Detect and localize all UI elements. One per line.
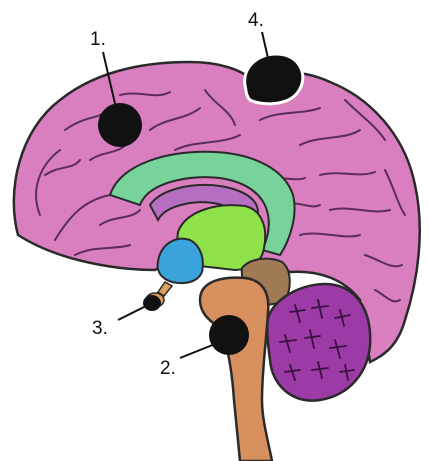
leader-line-2 — [180, 342, 220, 358]
leader-line-3 — [118, 306, 146, 320]
label-1: 1. — [90, 29, 106, 50]
marker-2 — [209, 315, 249, 355]
marker-1 — [98, 103, 142, 147]
marker-4 — [245, 54, 303, 104]
brainstem — [200, 278, 272, 461]
label-4: 4. — [248, 10, 264, 31]
label-2: 2. — [160, 358, 176, 379]
marker-3 — [143, 295, 161, 311]
label-3: 3. — [92, 318, 108, 339]
